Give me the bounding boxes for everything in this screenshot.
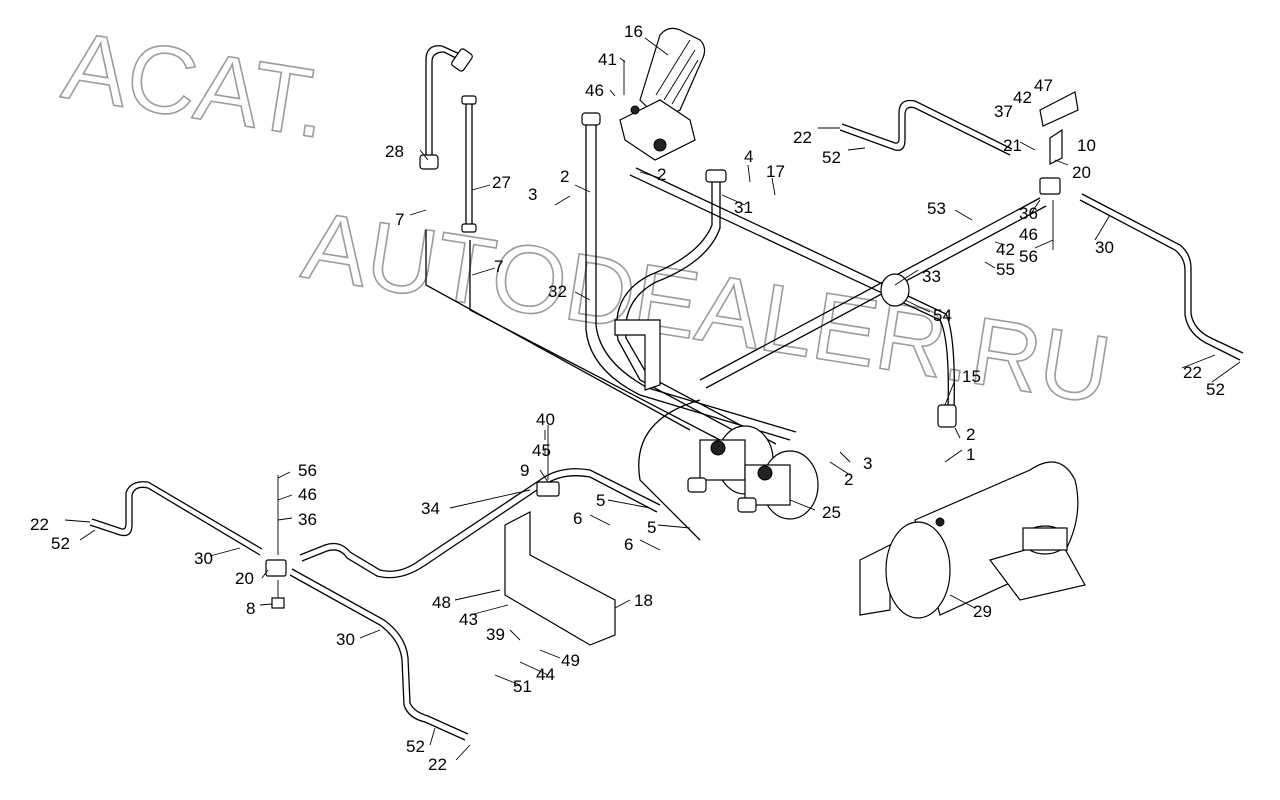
callout-29: 29 (973, 602, 992, 621)
rod-end-bottom (461, 223, 477, 233)
mounting-bracket (504, 511, 616, 646)
callout-54: 54 (933, 306, 952, 325)
brake-chambers (687, 425, 819, 520)
callout-27: 27 (492, 173, 511, 192)
watermark-line1: ACAT. (56, 12, 334, 159)
callout-10: 10 (1077, 136, 1096, 155)
callout-46: 46 (1019, 225, 1038, 244)
callout-30: 30 (336, 630, 355, 649)
callout-31: 31 (734, 198, 753, 217)
callout-47: 47 (1034, 76, 1053, 95)
callout-52: 52 (406, 737, 425, 756)
brake-pedal (619, 27, 706, 161)
callout-44: 44 (536, 665, 555, 684)
callout-3: 3 (528, 185, 537, 204)
callout-2: 2 (844, 470, 853, 489)
callout-3: 3 (863, 454, 872, 473)
callout-16: 16 (624, 22, 643, 41)
bolt-8 (271, 597, 285, 609)
callout-40: 40 (536, 410, 555, 429)
callout-17: 17 (766, 162, 785, 181)
callout-52: 52 (1206, 380, 1225, 399)
callout-20: 20 (235, 569, 254, 588)
callout-30: 30 (194, 549, 213, 568)
callout-53: 53 (927, 199, 946, 218)
callout-52: 52 (51, 534, 70, 553)
bracket-10 (1049, 128, 1063, 165)
callouts: 16 41 46 28 27 7 7 2 3 2 4 17 31 32 22 5… (30, 22, 1225, 774)
plate-47 (1039, 91, 1079, 127)
callout-34: 34 (421, 499, 440, 518)
callout-1: 1 (966, 445, 975, 464)
hose-fitting-top (451, 48, 473, 72)
callout-15: 15 (962, 367, 981, 386)
callout-9: 9 (520, 461, 529, 480)
callout-21: 21 (1003, 136, 1022, 155)
leader-lines (64, 37, 1241, 761)
callout-20: 20 (1072, 163, 1091, 182)
callout-2: 2 (560, 167, 569, 186)
callout-7: 7 (395, 210, 404, 229)
callout-28: 28 (385, 142, 404, 161)
hose-fitting-15 (937, 404, 957, 428)
watermark: ACAT. AUTODEALER.RU (56, 11, 1119, 425)
callout-43: 43 (459, 610, 478, 629)
callout-36: 36 (1019, 204, 1038, 223)
callout-33: 33 (922, 267, 941, 286)
callout-18: 18 (634, 591, 653, 610)
reservoir-tank (859, 461, 1086, 619)
callout-46: 46 (585, 81, 604, 100)
callout-52: 52 (822, 148, 841, 167)
callout-56: 56 (298, 461, 317, 480)
callout-5: 5 (647, 518, 656, 537)
callout-6: 6 (624, 535, 633, 554)
parts (265, 27, 1086, 646)
pipe-end (581, 112, 601, 126)
callout-39: 39 (486, 625, 505, 644)
callout-5: 5 (596, 491, 605, 510)
callout-48: 48 (432, 593, 451, 612)
callout-37: 37 (994, 102, 1013, 121)
tee-20-upper (1039, 177, 1061, 195)
callout-25: 25 (822, 503, 841, 522)
hose-fitting (419, 154, 439, 170)
callout-51: 51 (513, 677, 532, 696)
callout-7: 7 (494, 257, 503, 276)
brake-lines (89, 45, 1244, 741)
callout-42: 42 (996, 240, 1015, 259)
callout-22: 22 (1183, 363, 1202, 382)
rod-end-top (461, 95, 477, 105)
hose-end (705, 169, 727, 183)
watermark-line2: AUTODEALER.RU (296, 192, 1117, 425)
callout-22: 22 (30, 515, 49, 534)
callout-55: 55 (996, 260, 1015, 279)
callout-4: 4 (744, 147, 753, 166)
junction-block (536, 481, 560, 497)
callout-8: 8 (246, 599, 255, 618)
callout-56: 56 (1019, 247, 1038, 266)
callout-30: 30 (1095, 238, 1114, 257)
callout-45: 45 (532, 441, 551, 460)
callout-2: 2 (966, 425, 975, 444)
callout-36: 36 (298, 510, 317, 529)
callout-41: 41 (598, 50, 617, 69)
clamp-54 (880, 273, 910, 307)
callout-2: 2 (657, 165, 666, 184)
callout-32: 32 (548, 282, 567, 301)
pipe-bracket (614, 319, 661, 391)
callout-22: 22 (428, 755, 447, 774)
callout-49: 49 (561, 651, 580, 670)
tee-20-lower (265, 559, 287, 577)
callout-6: 6 (573, 509, 582, 528)
callout-42: 42 (1013, 88, 1032, 107)
callout-22: 22 (793, 128, 812, 147)
callout-46: 46 (298, 485, 317, 504)
